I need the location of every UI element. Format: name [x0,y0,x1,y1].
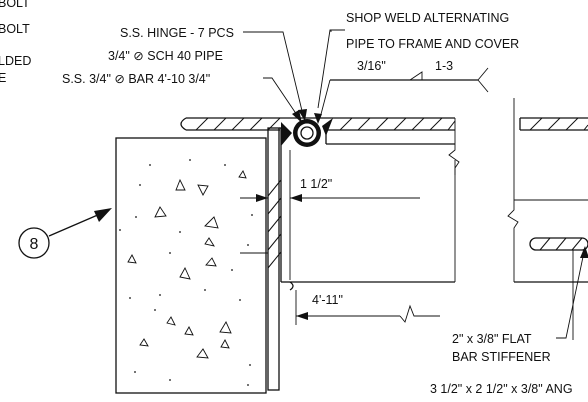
label-dim-gap: 1 1/2" [300,177,332,191]
callout-8: 8 [18,208,112,259]
label-weld-2: PIPE TO FRAME AND COVER [346,37,519,51]
label-e: E [0,71,6,85]
label-flat-bar-2: BAR STIFFENER [452,350,551,364]
cover-plate [180,117,460,175]
stiffener-callout: 2" x 3/8" FLAT BAR STIFFENER 3 1/2" x 2 … [430,246,588,396]
label-hinge-1: S.S. HINGE - 7 PCS [120,26,234,40]
callout-number: 8 [30,236,39,253]
concrete-block [115,137,267,394]
label-bolt-1: BOLT [0,0,30,10]
label-hinge-2: 3/4" ⊘ SCH 40 PIPE [108,49,223,63]
dim-length: 4'-11" [295,290,440,325]
weld-note: SHOP WELD ALTERNATING PIPE TO FRAME AND … [314,11,519,124]
hinge-leaders: S.S. HINGE - 7 PCS 3/4" ⊘ SCH 40 PIPE S.… [62,26,307,123]
label-weld-pitch: 1-3 [435,59,453,73]
dim-gap: 1 1/2" [240,150,332,280]
label-weld-1: SHOP WELD ALTERNATING [346,11,509,25]
hinge-pipe [281,118,333,147]
label-angle: 3 1/2" x 2 1/2" x 3/8" ANG [430,382,573,396]
label-welded: LDED [0,54,31,68]
label-bolt-2: BOLT [0,22,30,36]
label-weld-size: 3/16" [357,59,386,73]
label-bar: S.S. 3/4" ⊘ BAR 4'-10 3/4" [62,72,210,86]
label-dim-length: 4'-11" [312,293,343,307]
frame-angle [267,127,282,391]
cover-angle [281,130,456,291]
label-flat-bar-1: 2" x 3/8" FLAT [452,332,532,346]
right-panel [507,98,588,283]
